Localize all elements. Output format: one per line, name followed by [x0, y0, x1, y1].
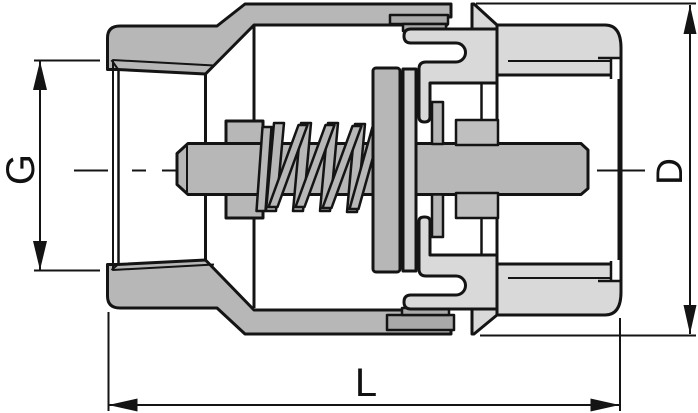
svg-text:L: L [355, 361, 377, 405]
svg-text:D: D [649, 158, 690, 185]
svg-text:G: G [0, 154, 43, 185]
